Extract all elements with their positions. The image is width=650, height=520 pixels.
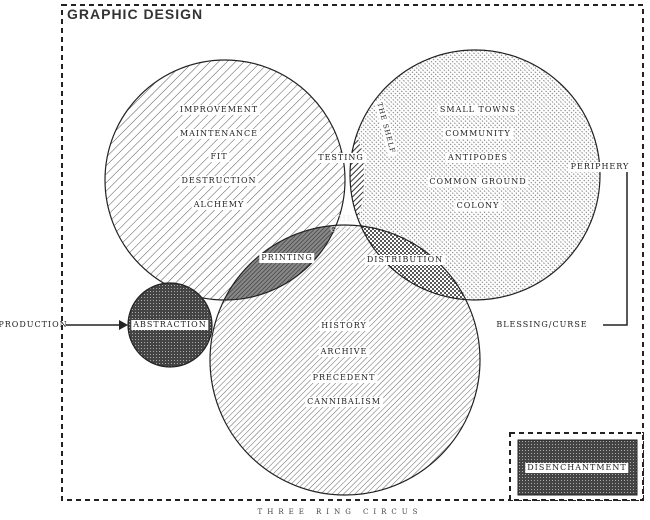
left-label: MAINTENANCE (177, 129, 261, 139)
center-label-line1: THE (332, 214, 354, 223)
blessing-curse-label: BLESSING/CURSE (494, 320, 590, 330)
bottom-label: CANNIBALISM (305, 397, 383, 407)
graphic-design-boundary (61, 4, 644, 501)
disenchantment-label: DISENCHANTMENT (525, 463, 629, 473)
right-label: ANTIPODES (446, 153, 510, 163)
right-label: COLONY (454, 201, 502, 211)
center-label-line2: GRID (330, 225, 356, 234)
printing-label: PRINTING (259, 253, 315, 263)
periphery-label: PERIPHERY (568, 162, 632, 172)
footer-caption: THREE RING CIRCUS (257, 508, 423, 516)
right-circle (350, 50, 600, 300)
right-label: COMMUNITY (443, 129, 513, 139)
left-label: IMPROVEMENT (177, 105, 261, 115)
right-label: SMALL TOWNS (437, 105, 519, 115)
left-label: FIT (208, 152, 230, 162)
right-label: COMMON GROUND (427, 177, 529, 187)
periphery-connector (597, 166, 628, 326)
abstraction-label: ABSTRACTION (131, 320, 209, 330)
production-label: PRODUCTION (0, 320, 68, 329)
distribution-label: DISTRIBUTION (364, 255, 446, 265)
bottom-circle (210, 225, 480, 495)
left-label: ALCHEMY (191, 200, 247, 210)
bottom-label: PRECEDENT (310, 373, 378, 383)
page-title: GRAPHIC DESIGN (67, 6, 204, 22)
bottom-label: ARCHIVE (318, 347, 370, 357)
testing-label: TESTING (316, 153, 366, 163)
left-bottom-intersection (210, 225, 345, 300)
left-label: DESTRUCTION (179, 176, 259, 186)
bottom-label: HISTORY (319, 321, 369, 331)
